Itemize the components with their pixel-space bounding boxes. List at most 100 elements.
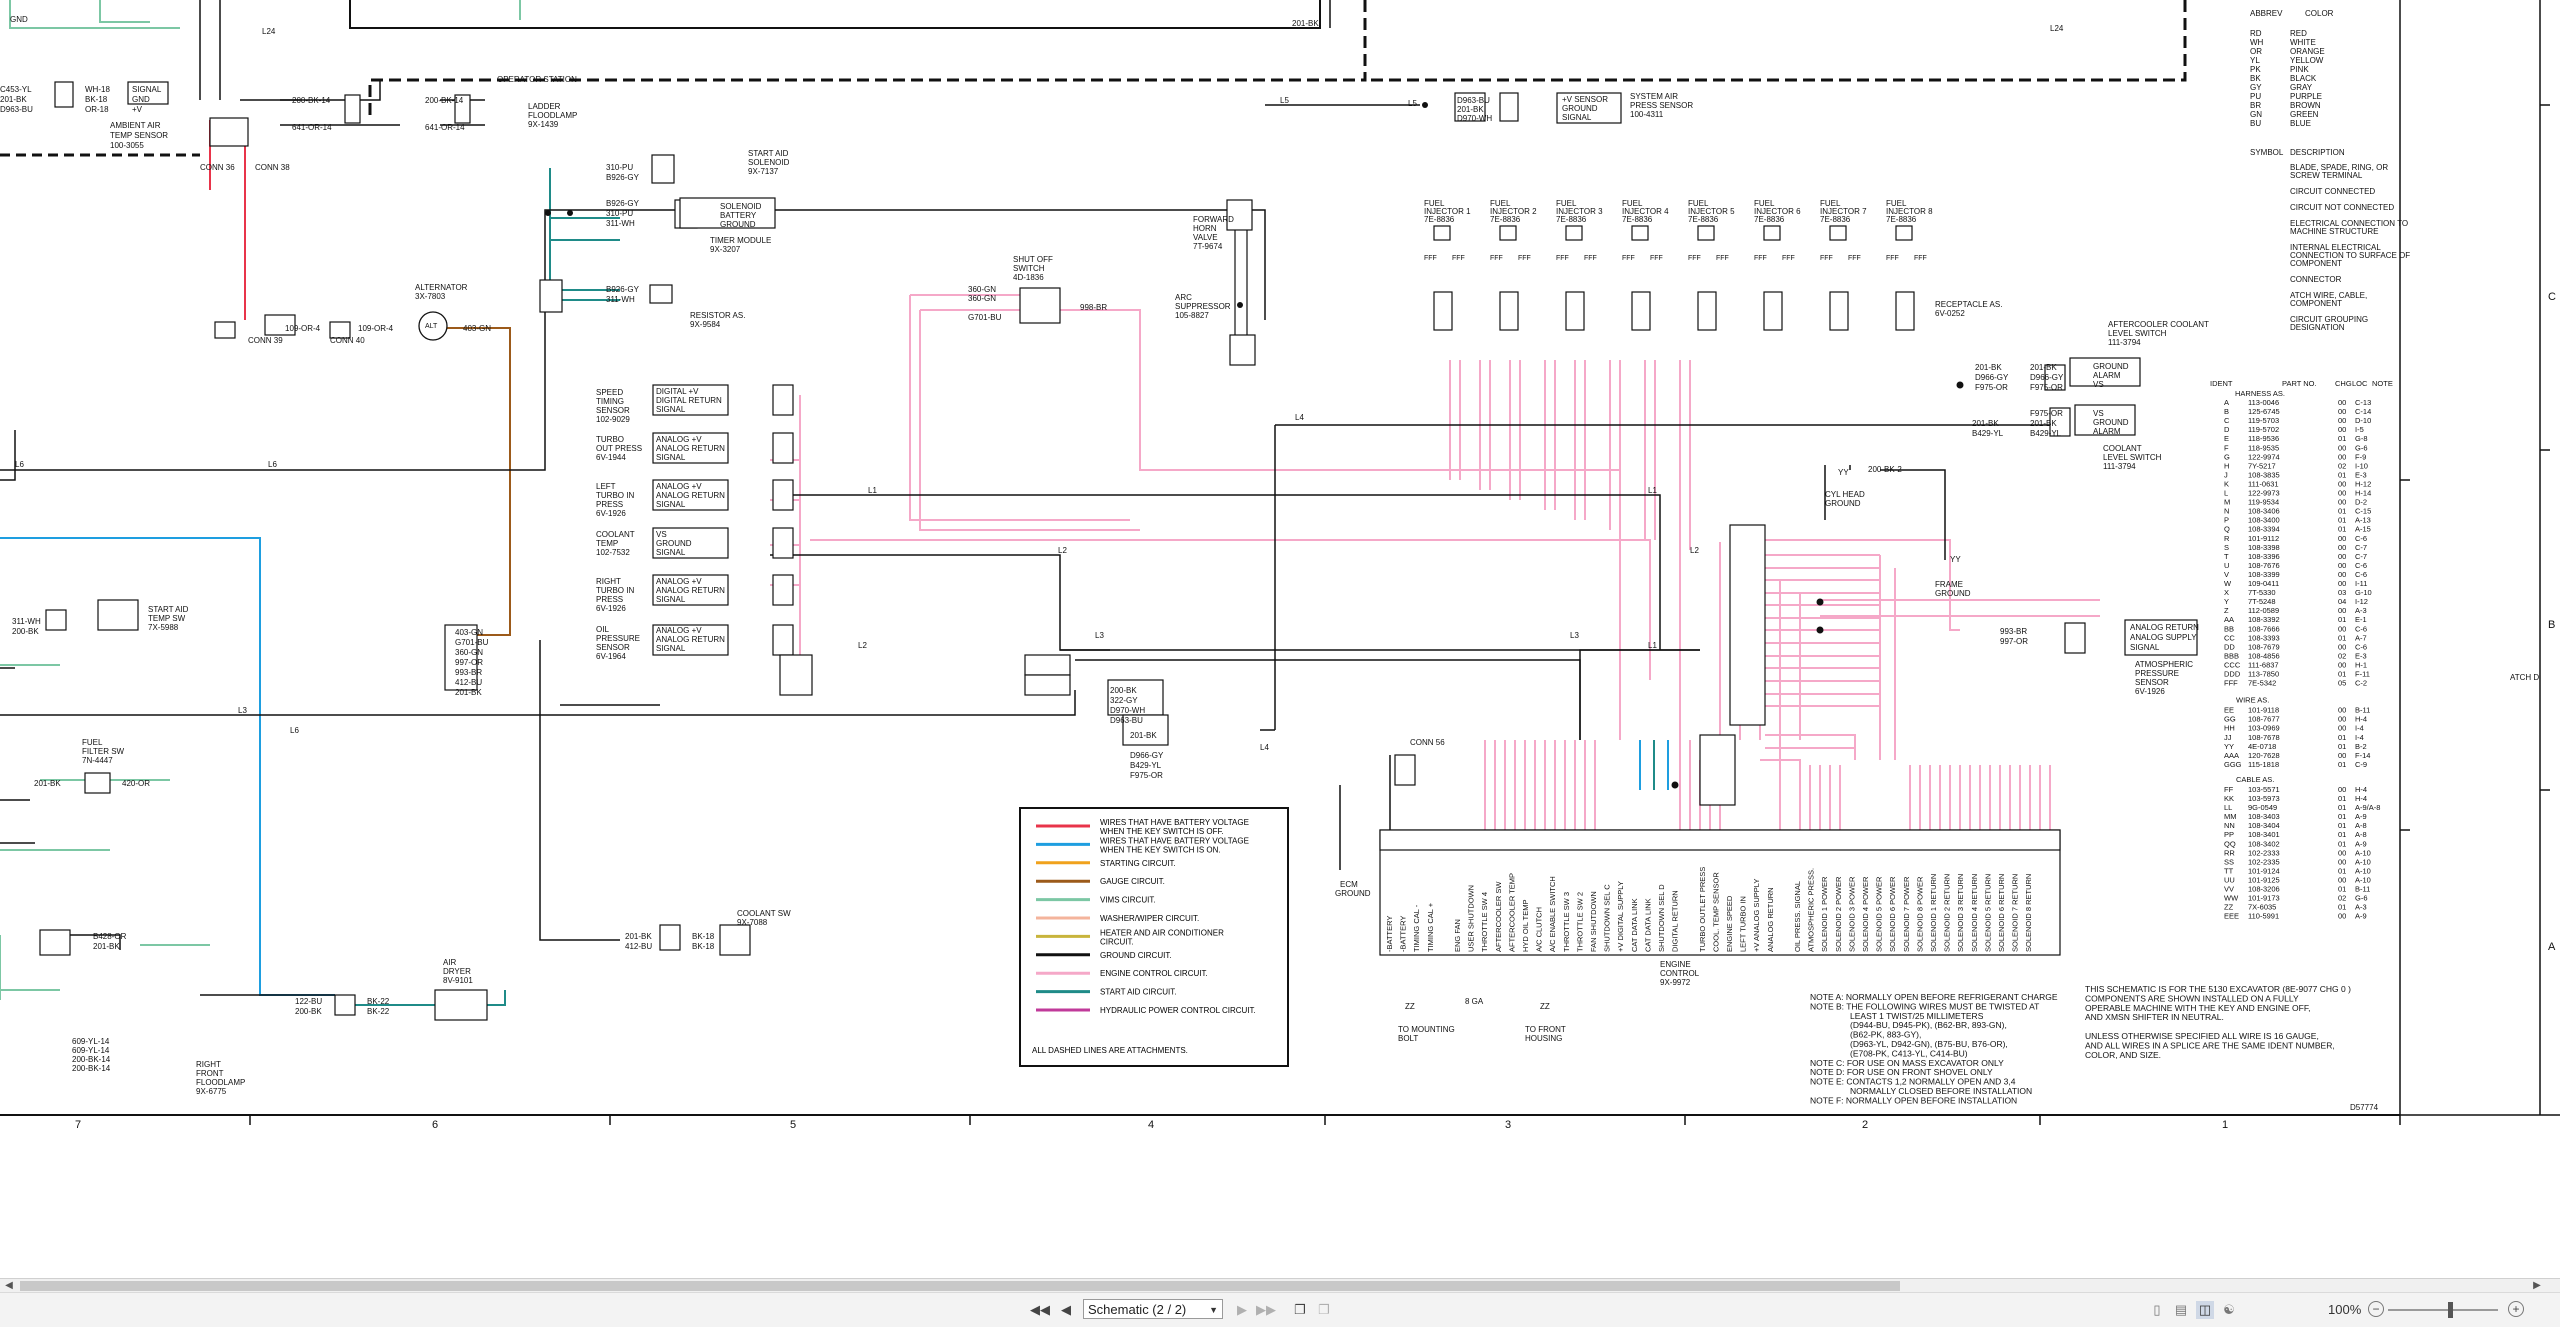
label: ANALOG RETURN [2130,623,2199,632]
legend-label: ENGINE CONTROL CIRCUIT. [1100,969,1208,978]
ecm-pin-label: ANALOG RETURN [1766,887,1775,952]
parts-chg: 01 [2338,812,2346,821]
label: L6 [268,460,277,469]
label: 6V-0252 [1935,309,1965,318]
note-line: (D944-BU, D945-PK), (B62-BR, 893-GN), [1850,1020,2007,1030]
parts-chg: 00 [2338,407,2346,416]
label: ANALOG RETURN [656,491,725,500]
parts-number: 103-5571 [2248,785,2280,794]
parts-loc: G-6 [2355,894,2368,903]
label: 201-BK [34,779,61,788]
parts-chg: 02 [2338,651,2346,660]
ecm-pin-label: COOL. TEMP SENSOR [1711,872,1720,952]
zoom-in-icon[interactable]: + [2508,1301,2524,1317]
legend-label: VIMS CIRCUIT. [1100,896,1156,905]
symbol-header: SYMBOL [2250,148,2284,157]
parts-loc: A-9 [2355,912,2367,921]
grid-column-label: 2 [1862,1119,1868,1131]
label: D963-BU [0,105,33,114]
copy-icon[interactable]: ❐ [1294,1302,1306,1317]
label: GROUND [720,220,756,229]
note-line: NOTE D: FOR USE ON FRONT SHOVEL ONLY [1810,1067,1993,1077]
ecm-pin-label: HYD OIL TEMP [1521,899,1530,952]
schematic-note-line: AND XMSN SHIFTER IN NEUTRAL. [2085,1012,2224,1022]
parts-ident: EEE [2224,912,2239,921]
zoom-slider-track[interactable] [2388,1309,2498,1311]
label: COOLANT SW [737,909,791,918]
label: YY [1838,468,1849,477]
last-page-icon[interactable]: ▶▶ [1256,1302,1276,1317]
label: ANALOG SUPPLY [2130,633,2197,642]
parts-number: 118-9535 [2248,443,2279,452]
parts-chg: 01 [2338,633,2346,642]
parts-chg: 00 [2338,534,2346,543]
label: ANALOG +V [656,626,702,635]
parts-chg: 00 [2338,443,2346,452]
parts-ident: U [2224,561,2229,570]
label: L3 [1095,631,1104,640]
parts-ident: ZZ [2224,903,2234,912]
label: L3 [1570,631,1579,640]
ecm-pin-label: SOLENOID 6 POWER [1888,876,1897,952]
parts-ident: AA [2224,615,2234,624]
horizontal-scrollbar[interactable]: ◀ ▶ [0,1278,2560,1293]
zoom-level[interactable]: 100% [2328,1302,2362,1317]
label: 201-BK [1972,419,1999,428]
label: 6V-1944 [596,453,626,462]
parts-loc: A-9/A-8 [2355,803,2380,812]
label: LEVEL SWITCH [2103,453,2162,462]
label: F975-OR [1975,383,2008,392]
grid-column-label: 1 [2222,1119,2228,1131]
zoom-slider-thumb[interactable] [2448,1302,2453,1318]
label: SENSOR [596,643,630,652]
parts-loc: A-9 [2355,812,2367,821]
facing-pages-icon[interactable]: ◫ [2196,1301,2214,1319]
parts-number: 115-1818 [2248,760,2279,769]
parts-loc: C-14 [2355,407,2371,416]
legend-label: HEATER AND AIR CONDITIONER [1100,928,1224,937]
continuous-view-icon[interactable]: ▤ [2174,1302,2188,1317]
parts-number: 113-7850 [2248,670,2279,679]
label: 100-3055 [110,141,144,150]
label: BK-18 [692,942,715,951]
zoom-out-icon[interactable]: − [2368,1301,2384,1317]
parts-ident: CC [2224,633,2235,642]
label: SIGNAL [656,644,686,653]
parts-chg: 00 [2338,912,2346,921]
parts-number: 108-7666 [2248,624,2280,633]
abbrev-color: YELLOW [2290,56,2324,65]
previous-page-icon[interactable]: ◀ [1061,1302,1071,1317]
injector-label: FFF [1622,255,1635,262]
parts-chg: 00 [2338,715,2346,724]
label: D966-GY [1975,373,2009,382]
paste-icon[interactable]: ❐ [1318,1302,1330,1317]
injector-label: FFF [1490,255,1503,262]
scrollbar-thumb[interactable] [20,1281,1900,1291]
label: TIMER MODULE [710,236,771,245]
parts-number: 108-3394 [2248,525,2280,534]
parts-loc: A-13 [2355,516,2371,525]
label: ANALOG +V [656,435,702,444]
label: ECM [1340,880,1358,889]
parts-number: 101-9118 [2248,706,2279,715]
parts-number: 111-0631 [2248,479,2279,488]
label: SUPPRESSOR [1175,302,1231,311]
label: 105-8827 [1175,311,1209,320]
scroll-left-icon[interactable]: ◀ [5,1280,13,1291]
injector-label: FFF [1914,255,1927,262]
parts-ident: C [2224,416,2230,425]
first-page-icon[interactable]: ◀◀ [1030,1302,1050,1317]
scroll-right-icon[interactable]: ▶ [2533,1280,2541,1291]
next-page-icon[interactable]: ▶ [1237,1302,1247,1317]
page-select[interactable]: Schematic (2 / 2)▼ [1083,1299,1223,1319]
single-page-view-icon[interactable]: ▯ [2153,1302,2161,1317]
label: G701-BU [455,638,489,647]
ecm-pin-label: TURBO OUTLET PRESS [1698,867,1707,952]
split-view-icon[interactable]: ☯ [2223,1302,2235,1317]
parts-chg: 01 [2338,470,2346,479]
abbrev-code: GY [2250,83,2262,92]
ecm-pin-label: SOLENOID 8 POWER [1915,876,1924,952]
ecm-pin-label: THROTTLE SW 4 [1480,892,1489,952]
legend-label: WHEN THE KEY SWITCH IS OFF. [1100,827,1224,836]
